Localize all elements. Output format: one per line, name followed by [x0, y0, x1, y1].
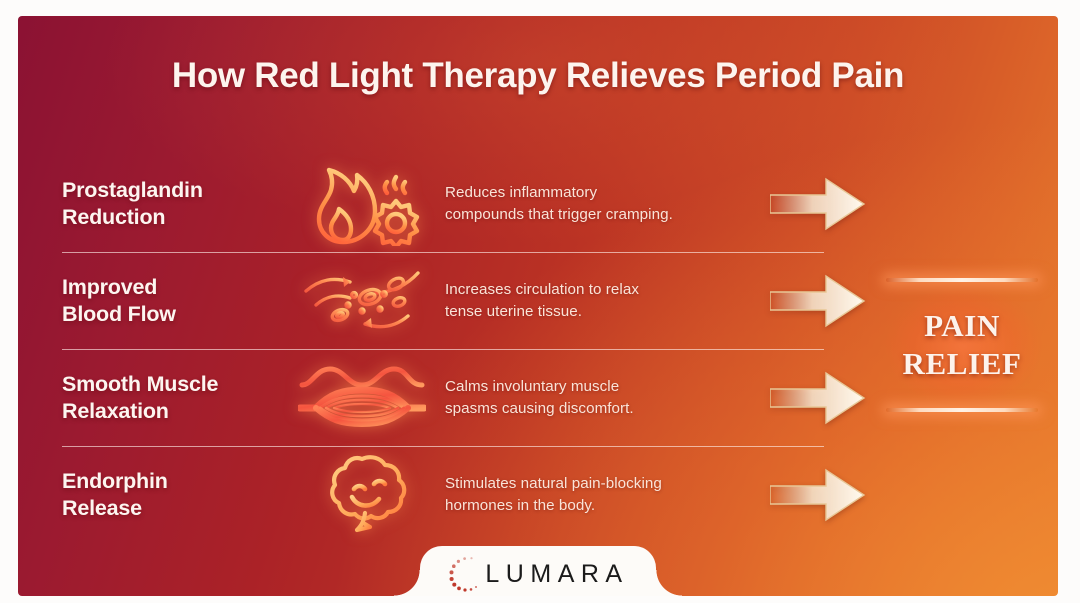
benefit-description-line2: hormones in the body.: [445, 497, 596, 514]
logo-wordmark: LUMARA: [485, 559, 629, 588]
light-bar-bottom: [886, 408, 1038, 412]
muscle-fiber-icon: [287, 361, 437, 435]
benefit-row-smooth-muscle-relaxation[interactable]: Smooth Muscle Relaxation: [62, 349, 866, 446]
benefit-description: Calms involuntary muscle spasms causing …: [437, 376, 824, 419]
benefit-label: Prostaglandin Reduction: [62, 177, 287, 231]
benefit-label: Improved Blood Flow: [62, 274, 287, 328]
benefit-row-endorphin-release[interactable]: Endorphin Release: [62, 446, 866, 543]
benefit-description: Reduces inflammatory compounds that trig…: [437, 182, 824, 225]
blood-flow-icon: [287, 261, 437, 341]
benefit-label-line1: Prostaglandin: [62, 177, 203, 202]
benefit-description: Stimulates natural pain-blocking hormone…: [437, 473, 824, 516]
benefit-label-line1: Smooth Muscle: [62, 371, 219, 396]
benefit-label-line1: Endorphin: [62, 468, 168, 493]
benefit-label: Smooth Muscle Relaxation: [62, 371, 287, 425]
benefit-description-line2: spasms causing discomfort.: [445, 400, 634, 417]
benefit-description-line1: Calms involuntary muscle: [445, 378, 620, 396]
benefit-description-line1: Increases circulation to relax: [445, 281, 639, 299]
pain-relief-panel: PAIN RELIEF: [868, 258, 1058, 434]
benefit-label-line2: Release: [62, 496, 142, 520]
benefit-description-line2: compounds that trigger cramping.: [445, 206, 673, 223]
logo-inner: LUMARA: [447, 554, 628, 594]
brand-logo-tab[interactable]: LUMARA: [394, 546, 682, 596]
pain-relief-line2: RELIEF: [902, 346, 1022, 381]
page-title: How Red Light Therapy Relieves Period Pa…: [171, 56, 905, 95]
smiling-brain-icon: [287, 451, 437, 539]
benefit-label-line2: Relaxation: [62, 399, 169, 423]
benefit-label-line2: Blood Flow: [62, 302, 176, 326]
dot-arc-icon: [449, 557, 478, 592]
light-bar-top: [886, 278, 1038, 282]
benefit-description-line2: tense uterine tissue.: [445, 303, 582, 320]
benefit-row-improved-blood-flow[interactable]: Improved Blood Flow: [62, 252, 866, 349]
benefit-row-prostaglandin-reduction[interactable]: Prostaglandin Reduction: [62, 156, 866, 252]
pain-relief-text: PAIN RELIEF: [902, 307, 1021, 383]
benefit-description-line1: Stimulates natural pain-blocking: [445, 475, 662, 493]
flame-gear-icon: [287, 162, 437, 246]
benefit-list: Prostaglandin Reduction: [62, 156, 866, 543]
benefit-label: Endorphin Release: [62, 468, 287, 522]
benefit-label-line1: Improved: [62, 274, 158, 299]
infographic-card: How Red Light Therapy Relieves Period Pa…: [18, 16, 1058, 596]
pain-relief-line1: PAIN: [924, 308, 1000, 344]
benefit-label-line2: Reduction: [62, 205, 166, 229]
benefit-description-line1: Reduces inflammatory: [445, 184, 598, 202]
benefit-description: Increases circulation to relax tense ute…: [437, 279, 824, 322]
